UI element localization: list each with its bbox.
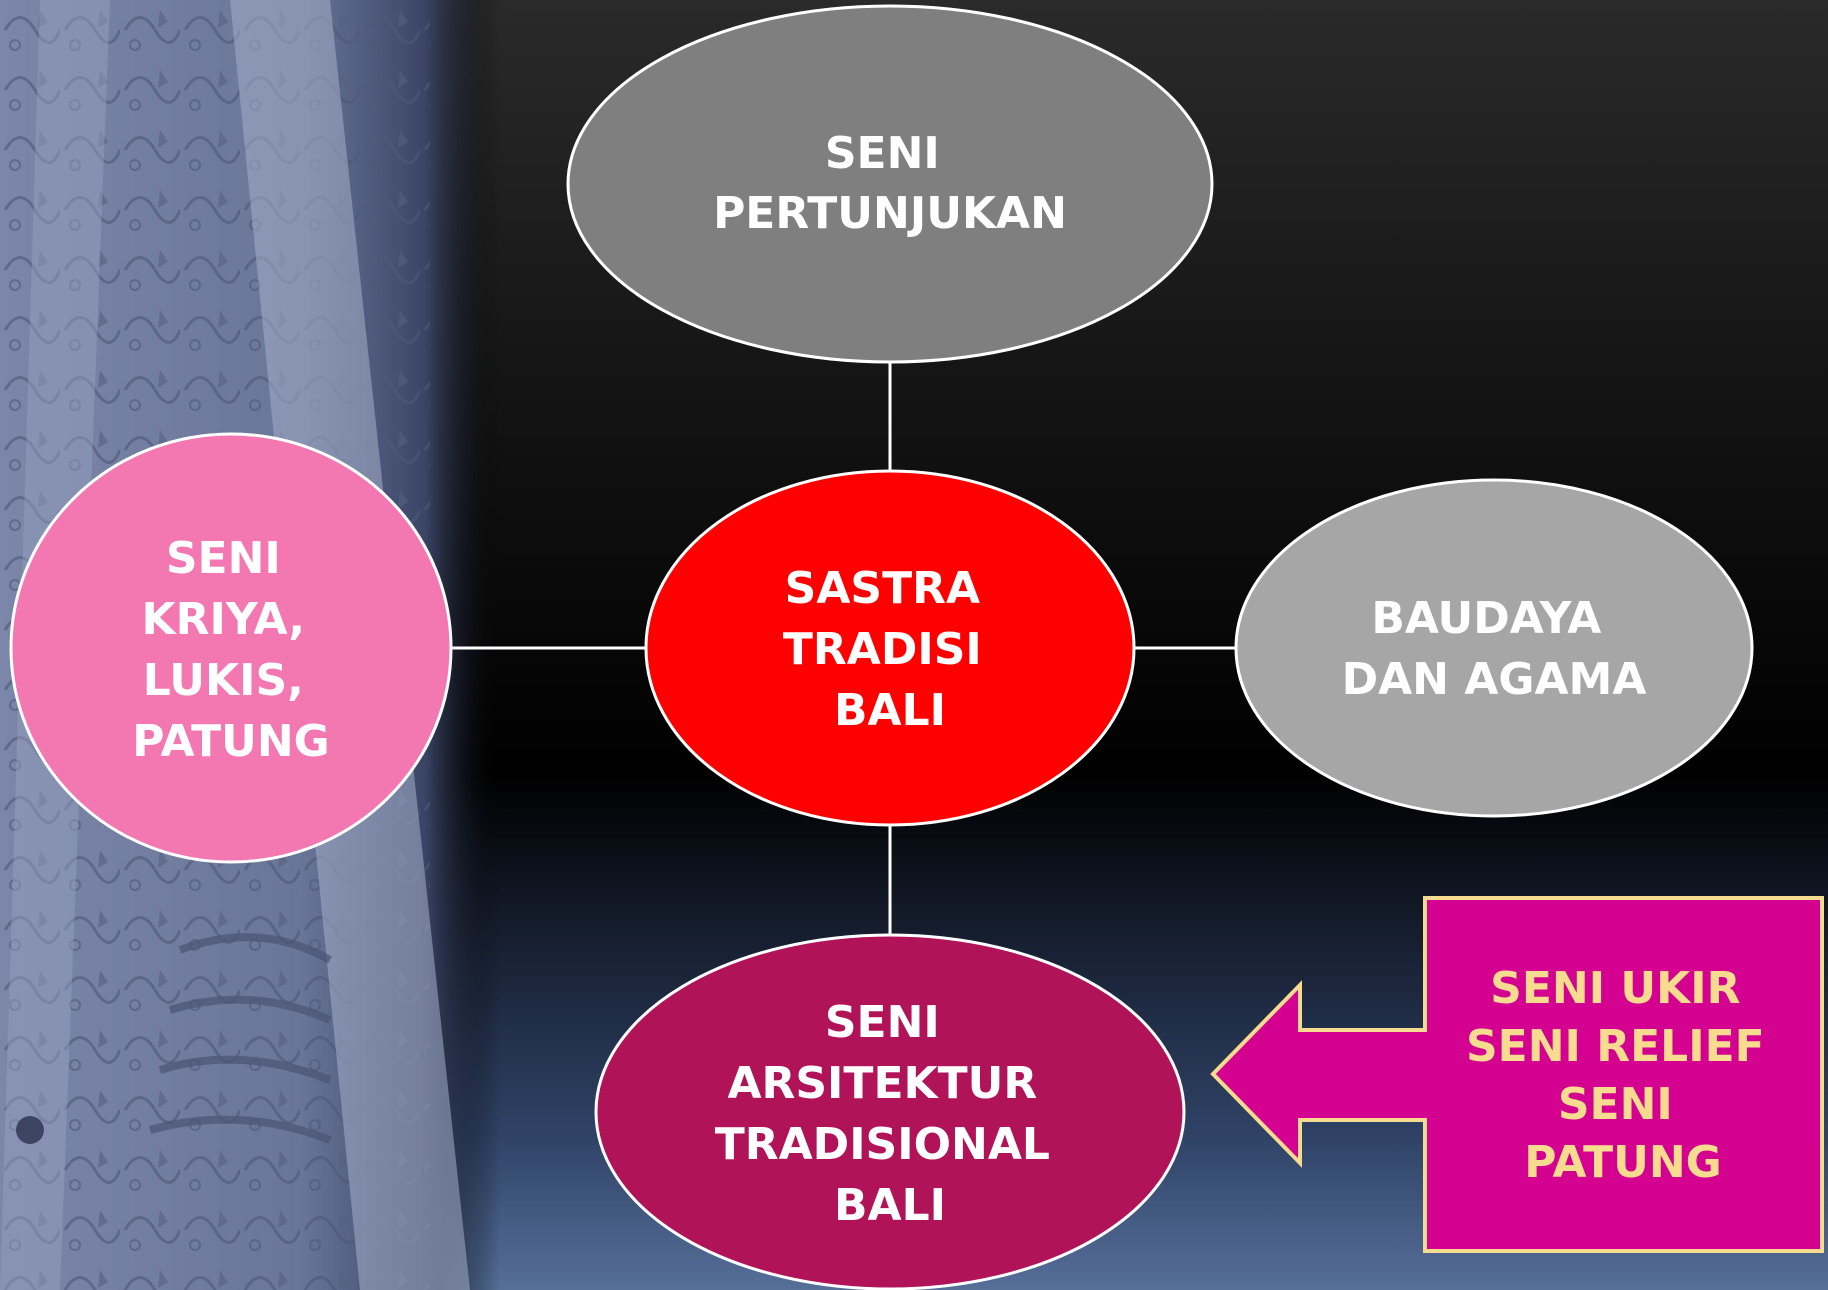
node-label: SASTRA TRADISI BALI [783,563,997,736]
node-label: BAUDAYA DAN AGAMA [1342,593,1647,705]
node-sastra-tradisi-bali: SASTRA TRADISI BALI [644,469,1136,827]
node-baudaya-dan-agama: BAUDAYA DAN AGAMA [1234,478,1754,818]
node-seni-kriya-lukis-patung: SENI KRIYA, LUKIS, PATUNG [9,432,453,864]
callout-label: SENI UKIR SENI RELIEF SENI PATUNG [1466,963,1780,1188]
node-seni-arsitektur-tradisional-bali: SENI ARSITEKTUR TRADISIONAL BALI [594,933,1186,1290]
callout-arrow-box: SENI UKIR SENI RELIEF SENI PATUNG [1210,896,1824,1253]
node-seni-pertunjukan: SENI PERTUNJUKAN [566,4,1214,364]
node-label: SENI KRIYA, LUKIS, PATUNG [132,533,330,767]
node-label: SENI ARSITEKTUR TRADISIONAL BALI [715,997,1066,1231]
node-label: SENI PERTUNJUKAN [713,128,1067,239]
